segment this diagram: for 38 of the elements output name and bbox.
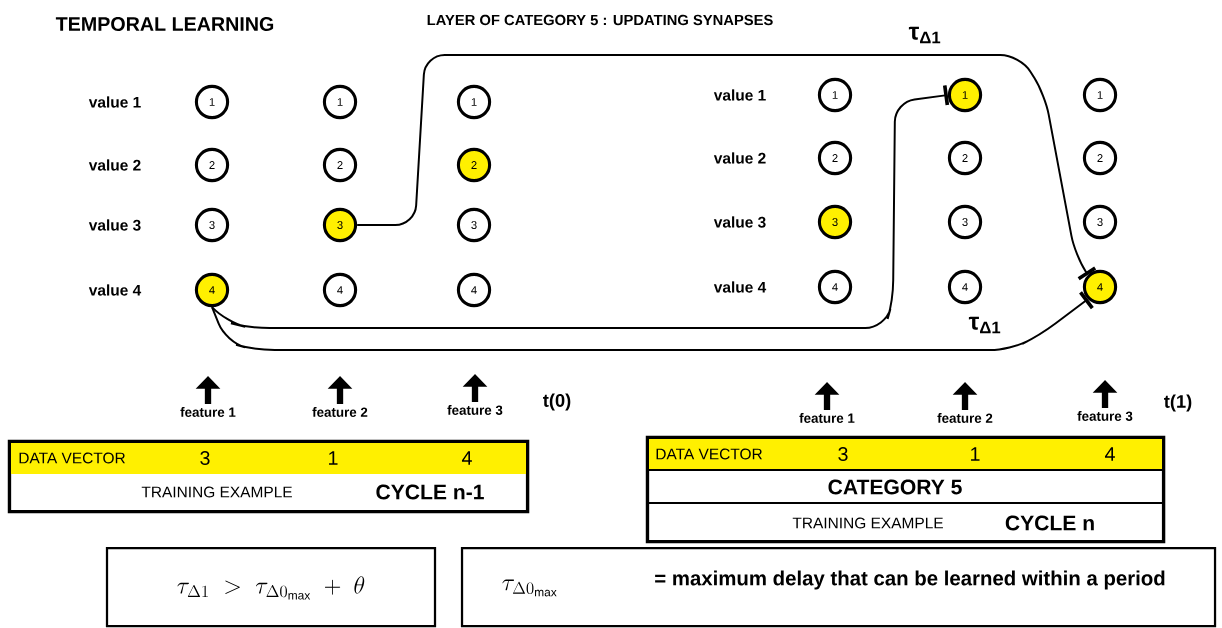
formula: $\tau_{\Delta 0_{\max}}$ xyxy=(502,579,557,597)
vector-value: 3 xyxy=(838,447,848,461)
title: TEMPORAL LEARNING xyxy=(55,17,274,31)
cell-label: DATA VECTOR xyxy=(656,448,762,460)
value-label: value 2 xyxy=(713,152,766,164)
heading: LAYER OF CATEGORY 5 : UPDATING SYNAPSES xyxy=(427,14,773,26)
value-label: value 1 xyxy=(713,89,766,101)
value-label: value 3 xyxy=(88,219,141,231)
connector-line xyxy=(211,291,1094,351)
feature-label: feature 3 xyxy=(447,405,503,415)
value-label: value 2 xyxy=(88,159,141,171)
cell-label: TRAINING EXAMPLE xyxy=(792,517,943,529)
edge-label: τ$_{Δ1}$ xyxy=(907,25,943,45)
value-label: value 4 xyxy=(713,281,767,293)
cell-label: TRAINING EXAMPLE xyxy=(141,486,292,498)
cycle-label: CYCLE n xyxy=(1005,515,1094,531)
feature-label: feature 3 xyxy=(1077,411,1133,421)
vector-value: 1 xyxy=(329,451,338,465)
formula: $\tau_{\Delta 1} \;>\; \tau_{\Delta 0_{\max}} \;+\; \theta$ xyxy=(177,576,365,600)
feature-label: feature 2 xyxy=(937,413,993,423)
cycle-label: CYCLE n-1 xyxy=(376,484,484,500)
vector-value: 4 xyxy=(1105,447,1115,461)
time-label: t(1) xyxy=(1164,394,1192,412)
value-label: value 1 xyxy=(88,96,141,108)
vector-value: 1 xyxy=(971,447,980,461)
cell-label: DATA VECTOR xyxy=(19,452,125,464)
vector-value: 4 xyxy=(462,451,472,465)
connector-line xyxy=(211,85,950,329)
definition-text: = maximum delay that can be learned within a period xyxy=(655,570,1165,590)
feature-label: feature 1 xyxy=(180,407,236,417)
edge-label: τ$_{Δ1}$ xyxy=(967,315,1003,335)
feature-label: feature 1 xyxy=(799,413,855,423)
category-label: CATEGORY 5 xyxy=(828,479,962,495)
time-label: t(0) xyxy=(543,393,571,411)
vector-value: 3 xyxy=(200,451,210,465)
feature-label: feature 2 xyxy=(312,407,368,417)
value-label: value 3 xyxy=(713,216,766,228)
value-label: value 4 xyxy=(88,284,142,296)
